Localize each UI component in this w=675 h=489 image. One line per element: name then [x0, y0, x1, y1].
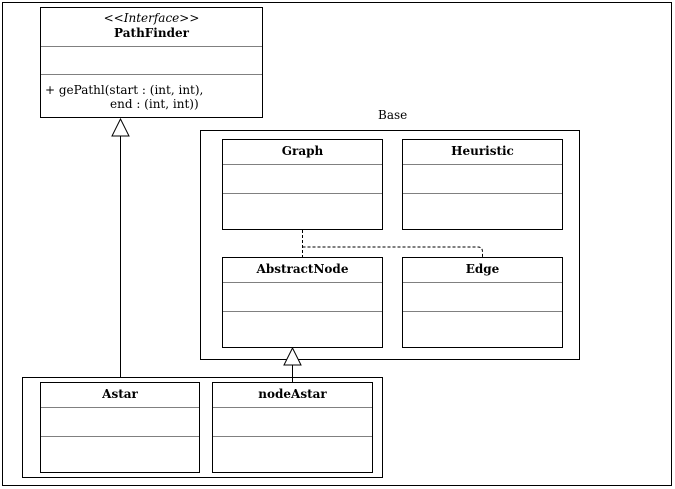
pathfinder-generalization-arrowhead [111, 117, 130, 137]
heuristic-class: Heuristic [402, 139, 563, 230]
attributes-separator [41, 46, 262, 47]
astar-name: Astar [102, 387, 138, 401]
graph-name: Graph [281, 144, 324, 158]
pathfinder-header: <<Interface>> PathFinder [41, 8, 262, 41]
operation-line-1: + gePathl(start : (int, int), [45, 83, 204, 97]
pathfinder-interface: <<Interface>> PathFinder + gePathl(start… [40, 7, 263, 118]
graph-edge-dashed-link [302, 230, 483, 257]
astar-class: Astar [40, 382, 200, 473]
abstractnode-generalization-arrowhead [283, 346, 302, 366]
operation-line-2: end : (int, int)) [110, 97, 199, 111]
edge-name: Edge [465, 262, 500, 276]
operations-separator [41, 74, 262, 75]
pathfinder-name: PathFinder [114, 26, 189, 40]
node-astar-name: nodeAstar [258, 387, 327, 401]
graph-class: Graph [222, 139, 383, 230]
base-package [200, 130, 580, 360]
abstract-node-class: AbstractNode [222, 257, 383, 348]
impl-package [22, 377, 383, 478]
abstract-node-name: AbstractNode [256, 262, 349, 276]
base-package-label: Base [378, 108, 408, 122]
interface-stereotype: <<Interface>> [103, 11, 200, 25]
edge-class: Edge [402, 257, 563, 348]
node-astar-class: nodeAstar [212, 382, 373, 473]
heuristic-name: Heuristic [451, 144, 514, 158]
